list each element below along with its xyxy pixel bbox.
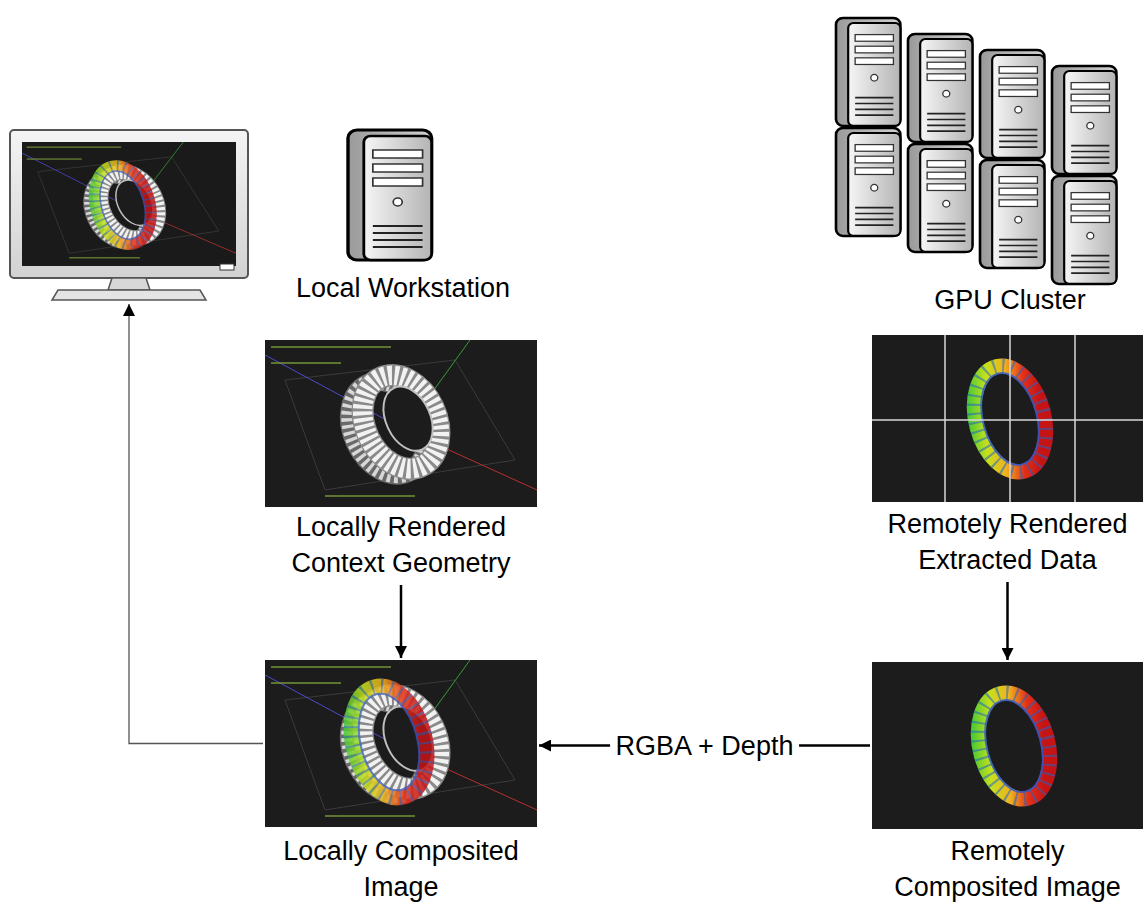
image-panel: Locally Rendered Context Geometry (265, 340, 537, 581)
node-figure-area (875, 16, 1145, 278)
workstation-node: Local Workstation (283, 128, 523, 306)
node-figure-area (283, 128, 523, 264)
render-image (872, 335, 1143, 502)
node-caption: Remotely Composited Image (888, 833, 1128, 905)
render-image (265, 660, 537, 827)
edge-label: RGBA + Depth (610, 730, 800, 762)
connector-arrow (129, 304, 263, 744)
monitor-illustration (10, 130, 248, 300)
cluster-node: GPU Cluster (875, 16, 1145, 318)
workstation-icon (348, 130, 432, 260)
render-image (872, 662, 1143, 829)
node-figure-area (7, 128, 251, 302)
node-figure-area (265, 340, 537, 507)
node-figure-area (872, 335, 1143, 502)
node-figure-area (872, 662, 1143, 829)
node-caption: GPU Cluster (879, 282, 1141, 318)
node-caption: Local Workstation (285, 270, 521, 306)
gpu-cluster-icon (836, 18, 1116, 284)
image-panel: Remotely Rendered Extracted Data (872, 335, 1143, 578)
image-panel: Locally Composited Image (265, 660, 537, 905)
monitor-node (7, 128, 251, 302)
connector-arrow (400, 585, 403, 658)
connector-arrow (1006, 582, 1009, 660)
node-caption: Locally Composited Image (270, 833, 532, 905)
image-panel: Remotely Composited Image (872, 662, 1143, 905)
node-figure-area (265, 660, 537, 827)
node-caption: Remotely Rendered Extracted Data (877, 506, 1139, 578)
render-image (265, 340, 537, 507)
node-caption: Locally Rendered Context Geometry (270, 509, 532, 581)
